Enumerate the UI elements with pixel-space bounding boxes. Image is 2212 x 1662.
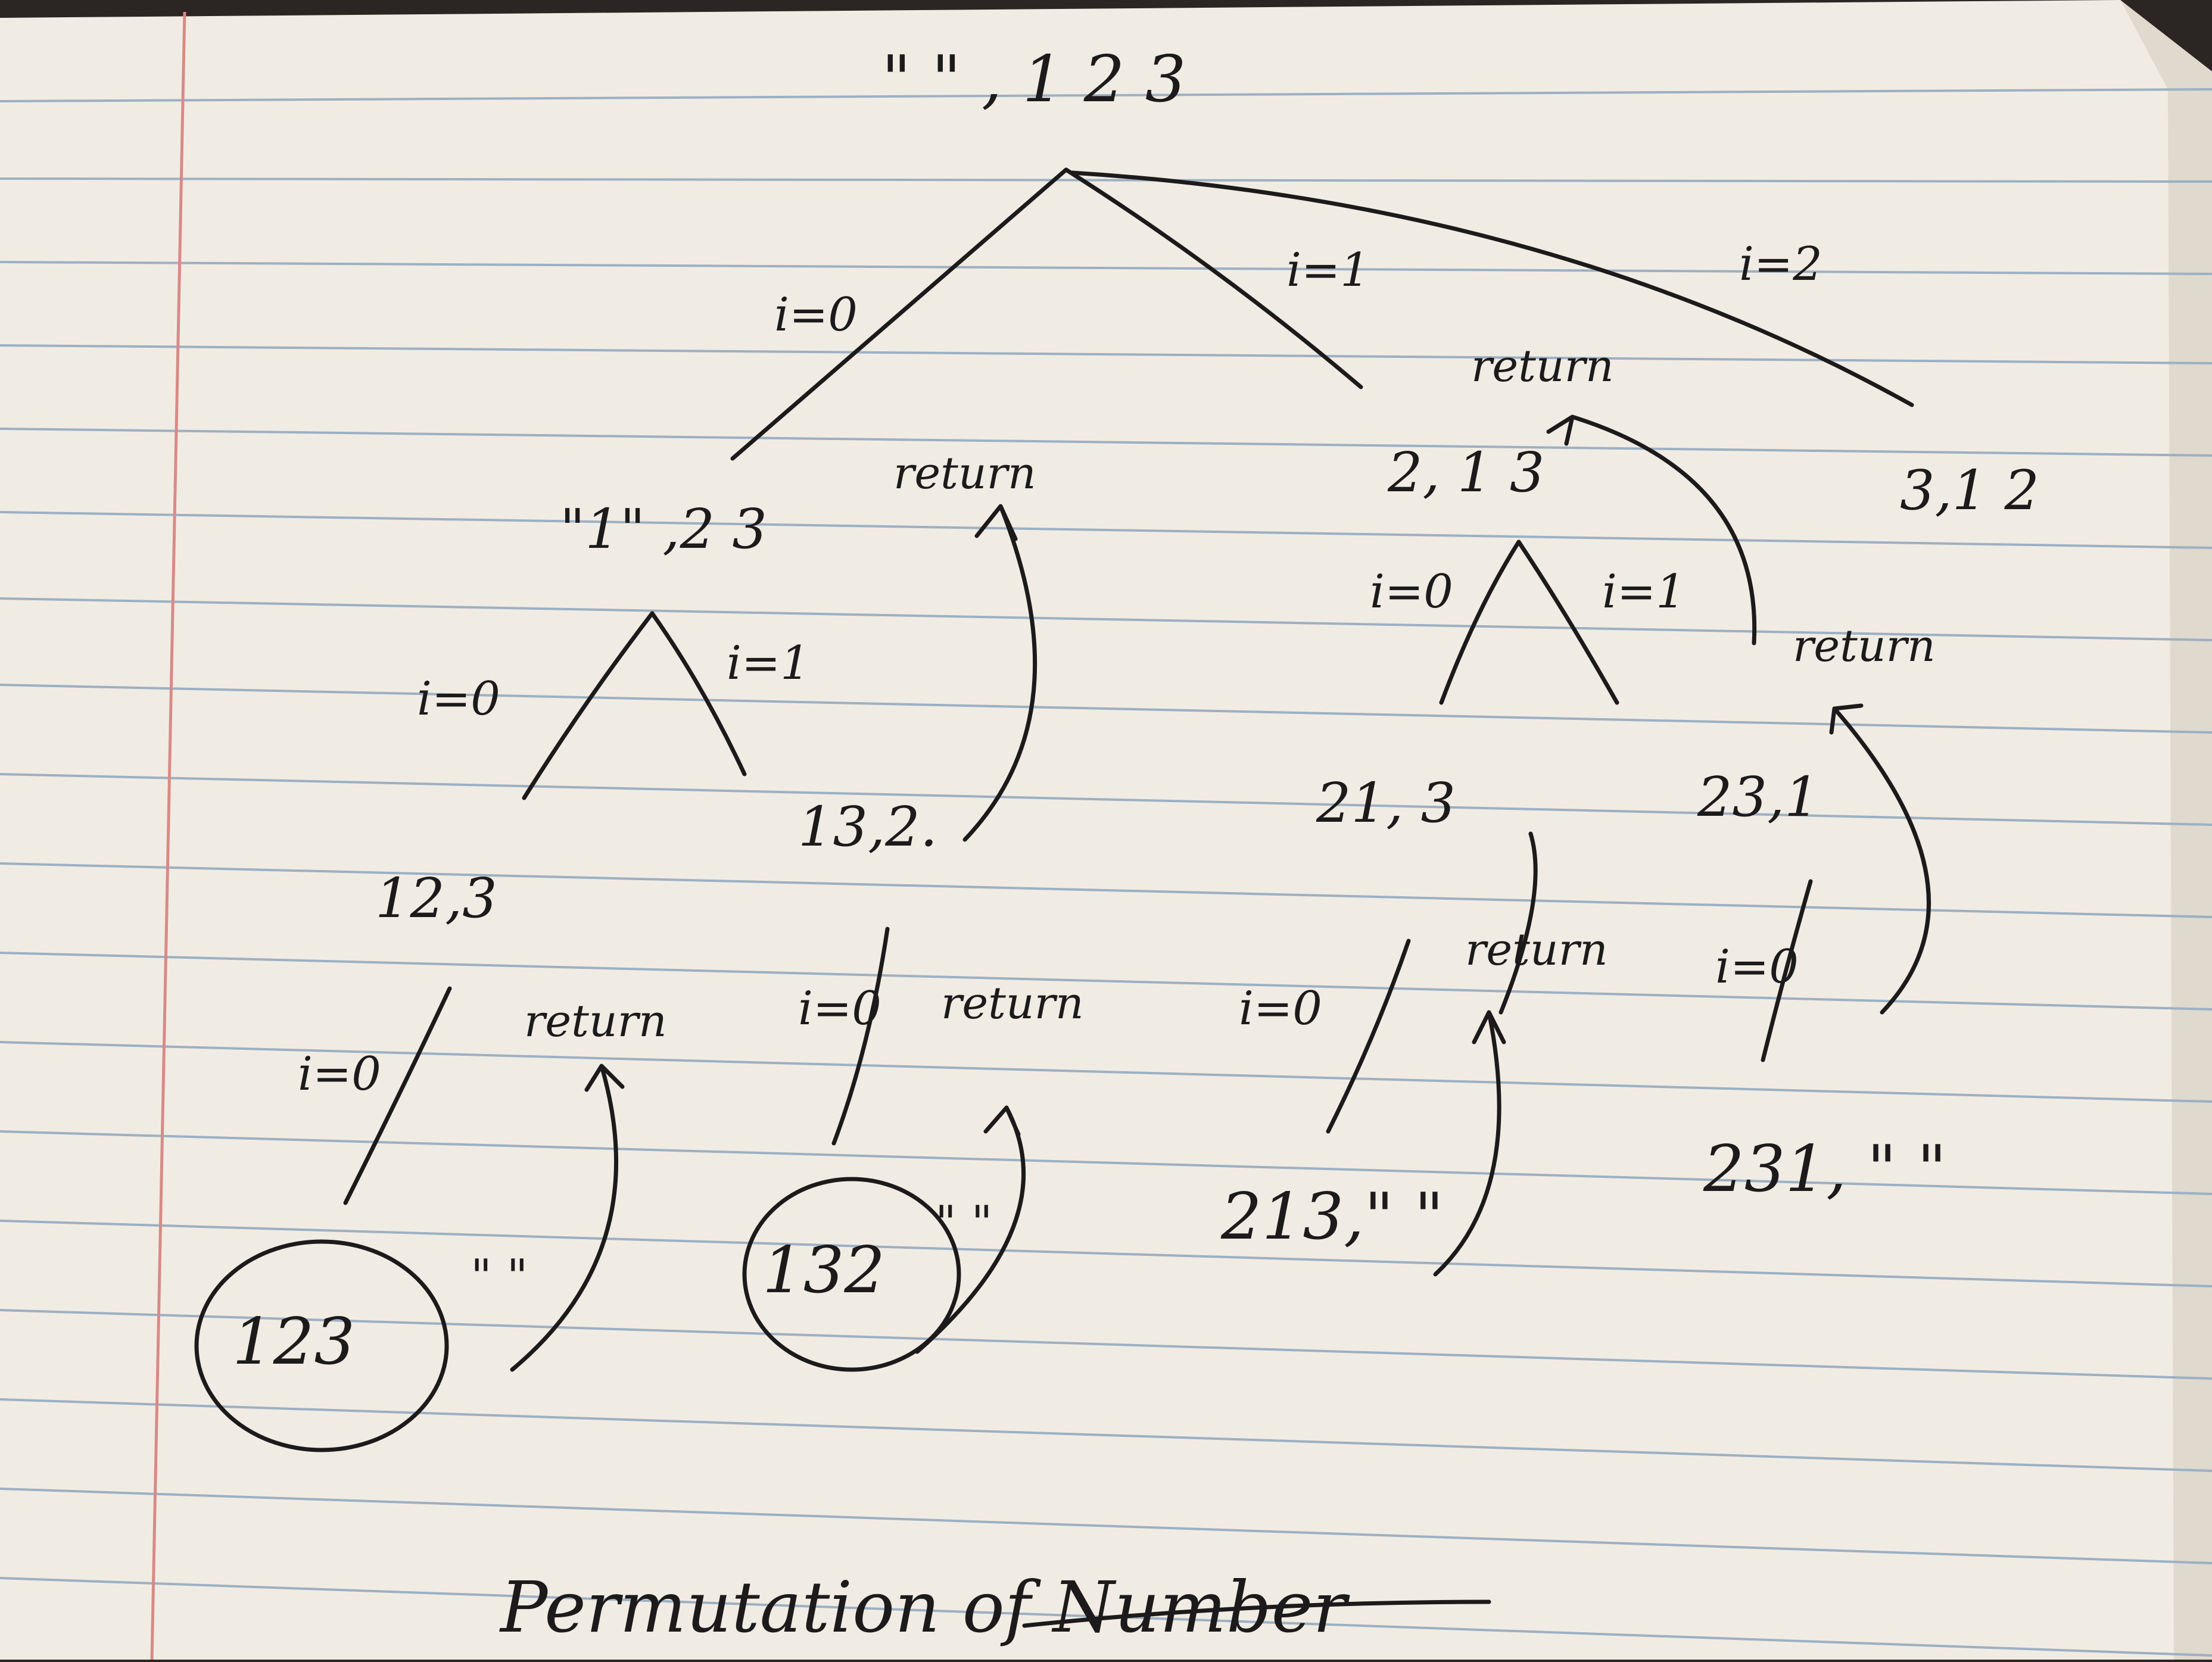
return-arrow-123 xyxy=(510,1064,625,1372)
edge-label-root-i0: i=0 xyxy=(774,288,858,342)
return-arrow-213 xyxy=(1433,1010,1506,1277)
edge-a-i1 xyxy=(650,611,747,777)
edge-label-root-i2: i=2 xyxy=(1739,238,1822,291)
edge-label-b-i0: i=0 xyxy=(1370,565,1453,619)
title-underline xyxy=(1022,1599,1491,1628)
edge-label-b-i1: i=1 xyxy=(1602,565,1686,619)
return-label-6: return xyxy=(1465,924,1608,975)
edge-label-d-i0: i=0 xyxy=(798,982,881,1036)
margin-line xyxy=(150,11,186,1660)
edge-label-e-i0: i=0 xyxy=(1239,982,1322,1036)
return-arrows xyxy=(510,414,1931,1372)
return-label-1: return xyxy=(893,448,1036,499)
empty-mark-123: " " xyxy=(471,1250,528,1304)
edge-root-i0 xyxy=(730,167,1068,461)
edge-root-i1 xyxy=(1064,167,1363,389)
edge-b-i0 xyxy=(1439,540,1521,705)
page-edge xyxy=(2120,0,2212,1660)
return-label-3: return xyxy=(1793,620,1936,672)
return-line-213 xyxy=(1498,831,1538,1015)
edge-label-f-i0: i=0 xyxy=(1715,940,1799,994)
node-12-3: 12,3 xyxy=(375,866,497,930)
circle-123 xyxy=(194,1239,449,1452)
ruled-lines xyxy=(0,88,2212,1657)
node-1-23: "1" ,2 3 xyxy=(560,497,767,561)
return-arrow-231 xyxy=(1829,703,1931,1015)
leaf-231: 231, " " xyxy=(1703,1132,1946,1206)
return-label-4: return xyxy=(524,996,667,1047)
edge-a-i0 xyxy=(522,611,655,800)
root-node: " " , 1 2 3 xyxy=(881,42,1186,117)
circle-132 xyxy=(742,1177,961,1372)
edge-d-i0 xyxy=(831,927,890,1146)
node-3-12: 3,1 2 xyxy=(1900,459,2039,522)
node-2-13: 2, 1 3 xyxy=(1387,441,1544,504)
edge-f-i0 xyxy=(1761,879,1813,1062)
edge-b-i1 xyxy=(1516,540,1619,705)
return-label-2: return xyxy=(1471,341,1614,392)
edge-label-c-i0: i=0 xyxy=(298,1047,381,1101)
leaf-123: 123 xyxy=(232,1305,355,1379)
return-arrow-132-up xyxy=(962,504,1038,842)
return-label-5: return xyxy=(941,978,1084,1029)
edge-label-a-i0: i=0 xyxy=(417,672,500,726)
page-title: Permutation of Number xyxy=(499,1566,1350,1648)
edge-label-a-i1: i=1 xyxy=(727,637,810,690)
node-21-3: 21, 3 xyxy=(1316,771,1456,835)
tree-edges xyxy=(343,167,1914,1205)
edge-e-i0 xyxy=(1326,938,1411,1134)
node-13-2: 13,2. xyxy=(798,795,937,859)
leaf-132: 132 xyxy=(762,1233,885,1308)
return-arrow-213-up xyxy=(1546,414,1757,646)
edge-root-i2 xyxy=(1070,170,1914,407)
empty-mark-132: " " xyxy=(935,1196,993,1250)
edge-label-root-i1: i=1 xyxy=(1286,244,1370,297)
edge-c-i0 xyxy=(343,986,452,1205)
node-23-1: 23,1 xyxy=(1697,765,1820,829)
return-arrow-132 xyxy=(915,1105,1026,1354)
leaf-213: 213," " xyxy=(1220,1180,1444,1254)
